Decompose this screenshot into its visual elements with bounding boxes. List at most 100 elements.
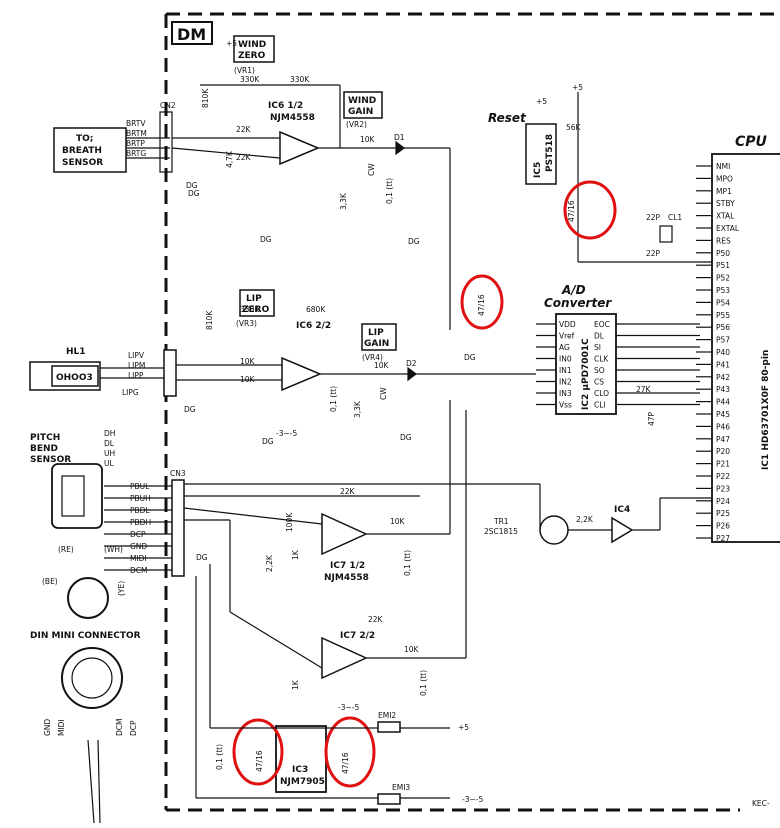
adc-pin-in0: IN0 (559, 355, 572, 364)
ic6-1-opamp (279, 130, 320, 166)
cpu-pin-p57: P57 (716, 336, 730, 345)
r3-3k-lip: 3,3K (353, 400, 362, 418)
ic5-ref: IC5 (533, 162, 543, 178)
pbs-pin-ul: UL (104, 459, 114, 468)
cpu-pin-p53: P53 (716, 286, 730, 295)
r330k-a: 330K (240, 75, 260, 84)
cpu-pin-p54: P54 (716, 298, 730, 307)
r22k-pitch-b: 22K (368, 615, 384, 624)
r56k-label: 56K (566, 123, 582, 132)
r810k-lip: 810K (205, 310, 214, 330)
lip-connector (163, 349, 177, 397)
crystal (659, 225, 673, 243)
tr1-part: 2SC1815 (484, 527, 518, 536)
ic7-2-label: IC7 2/2 (340, 631, 375, 641)
cw-wind: CW (367, 163, 376, 176)
hl1-part-box (51, 365, 99, 387)
tr1-ref: TR1 (493, 517, 509, 526)
c22p-b: 22P (646, 249, 661, 258)
d1-label: D1 (394, 133, 405, 142)
cpu-pin-p45: P45 (716, 410, 730, 419)
highlight-reset-cap (563, 180, 617, 240)
cpu-pin-p40: P40 (716, 348, 730, 357)
r1k-pitch-a: 1K (291, 549, 300, 560)
dg-g: DG (400, 433, 412, 442)
din-jack-inner (71, 657, 113, 699)
highlight-adc-cap (460, 274, 504, 330)
c0-1-wind: 0,1 (tt) (385, 178, 394, 204)
cpu-pin-p44: P44 (716, 398, 730, 407)
ic6-2-opamp (281, 356, 322, 392)
r330k-lip: 330K (240, 305, 260, 314)
cpu-pin-p26: P26 (716, 522, 730, 531)
ic5-part: PST518 (545, 134, 555, 172)
r10k-pitch-a: 10K (390, 517, 406, 526)
ic6-2-label: IC6 2/2 (296, 321, 331, 331)
dm-label-box (171, 21, 213, 45)
cpu-pin-p56: P56 (716, 323, 730, 332)
pitch-line3: SENSOR (30, 455, 71, 465)
cpu-chip (711, 153, 780, 543)
supply-plus5-b: +5 (536, 97, 547, 106)
highlight-reg-cap-left (232, 718, 284, 786)
adc-pin-eoc: EOC (594, 320, 610, 329)
wind-zero-line1: WIND (238, 40, 266, 50)
din-pin-dcp: DCP (129, 720, 138, 736)
ic6-1-label: IC6 1/2 (268, 101, 303, 111)
supply-minus-out: -3~-5 (462, 795, 483, 804)
din-pin-midi: MIDI (57, 719, 66, 736)
lip-gain-ref: (VR4) (362, 353, 383, 362)
wind-gain-line1: WIND (348, 96, 376, 106)
cpu-pin-p51: P51 (716, 261, 730, 270)
breath-line2: BREATH (62, 146, 102, 156)
hl1-part: OHOO3 (56, 373, 93, 383)
supply-minus-pitch: -3~-5 (338, 703, 359, 712)
pitch-line2: BEND (30, 444, 58, 454)
adc-pin-in3: IN3 (559, 389, 572, 398)
cpu-pin-p47: P47 (716, 435, 730, 444)
ic7-1-part: NJM4558 (324, 573, 369, 583)
cpu-pin-mp1: MP1 (716, 187, 732, 196)
cpu-pin-p22: P22 (716, 472, 730, 481)
dg-e: DG (184, 405, 196, 414)
adc-pin-cli: CLI (594, 401, 606, 410)
emi3-label: EMI3 (392, 783, 410, 792)
lip-zero-line2: ZERO (242, 305, 270, 315)
ic7-2-opamp (321, 636, 368, 680)
ic7-1-opamp (321, 512, 368, 556)
lip-pin-lipm: LIPM (128, 361, 145, 370)
c0-1-pitch-b: 0,1 (tt) (419, 670, 428, 696)
dm-block-border (164, 12, 780, 812)
c0-1-pitch-a: 0,1 (tt) (403, 550, 412, 576)
cpu-pin-stby: STBY (716, 199, 735, 208)
lip-pin-lipv: LIPV (128, 351, 145, 360)
adc-pin-so: SO (594, 366, 605, 375)
adc-pin-cs: CS (594, 378, 604, 387)
cpu-pin-mpo: MPO (716, 174, 733, 183)
breath-line3: SENSOR (62, 158, 103, 168)
din-wire-wh: (WH) (104, 545, 123, 554)
r10k-wind: 10K (360, 135, 376, 144)
lip-zero-box (239, 289, 275, 317)
tr1-transistor (539, 515, 569, 545)
ic4-ref: IC4 (614, 505, 630, 515)
cpu-pin-p42: P42 (716, 373, 730, 382)
adc-pin-clk: CLK (594, 355, 609, 364)
dg-i: DG (196, 553, 208, 562)
supply-plus5-a: +5 (226, 39, 237, 48)
emi2-filter (377, 721, 401, 733)
footer-code: KEC- (752, 799, 770, 808)
cn2-pin-brtv: BRTV (126, 119, 146, 128)
wind-zero-ref: (VR1) (234, 66, 255, 75)
r10k-lip-a: 10K (240, 357, 256, 366)
r3-3k-wind: 3,3K (339, 192, 348, 210)
cn2-pin-brtg: BRTG (126, 149, 146, 158)
breath-sensor-box (53, 127, 127, 173)
cw-lip: CW (379, 387, 388, 400)
cn2-pin-brtp: BRTP (126, 139, 145, 148)
dg-c: DG (408, 237, 420, 246)
ic6-1-part: NJM4558 (270, 113, 315, 123)
adc-pin-dl: DL (594, 332, 605, 341)
cn3-connector (171, 479, 185, 577)
